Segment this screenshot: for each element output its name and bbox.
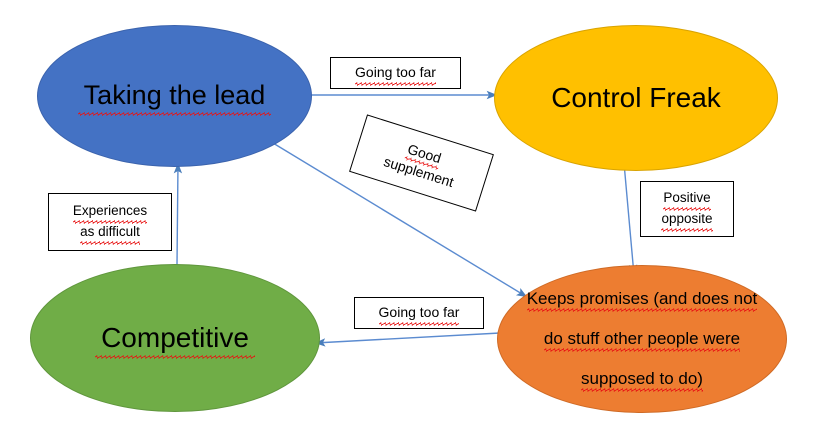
node-keeps-promises-label: Keeps promises (and does not do stuff ot… (521, 269, 764, 409)
node-keeps-promises-line-1: Keeps promises (and does not (526, 288, 758, 312)
node-keeps-promises-line-2: do stuff other people were (543, 328, 741, 352)
edge-label-going-too-far-bottom-text: Going too far (378, 302, 459, 326)
edge-label-positive-opposite-line-1: Positive (663, 188, 711, 212)
node-control-freak[interactable]: Control Freak (494, 25, 778, 171)
node-taking-the-lead[interactable]: Taking the lead (37, 25, 312, 167)
node-competitive-label: Competitive (95, 321, 255, 360)
node-control-freak-label: Control Freak (551, 82, 721, 114)
node-competitive[interactable]: Competitive (30, 264, 320, 412)
edge-label-going-too-far-top-text: Going too far (355, 62, 436, 86)
connector-control-freak-to-keeps-promises (623, 162, 638, 276)
edge-label-going-too-far-bottom[interactable]: Going too far (354, 297, 484, 329)
node-keeps-promises[interactable]: Keeps promises (and does not do stuff ot… (497, 265, 787, 413)
connector-keeps-promises-to-competitive (314, 332, 501, 347)
connector-competitive-to-taking-the-lead (173, 162, 183, 266)
edge-label-experiences-line-2: as difficult (80, 222, 140, 245)
edge-label-good-supplement[interactable]: Good supplement (349, 114, 494, 212)
edge-label-experiences-line-1: Experiences (72, 201, 148, 225)
edge-label-positive-opposite-line-2: opposite (661, 209, 713, 232)
node-taking-the-lead-label: Taking the lead (77, 80, 272, 117)
node-keeps-promises-line-3: supposed to do) (581, 369, 703, 392)
edge-label-positive-opposite[interactable]: Positive opposite (640, 181, 734, 237)
edge-label-going-too-far-top[interactable]: Going too far (330, 57, 461, 89)
edge-label-experiences-as-difficult[interactable]: Experiences as difficult (48, 193, 172, 251)
